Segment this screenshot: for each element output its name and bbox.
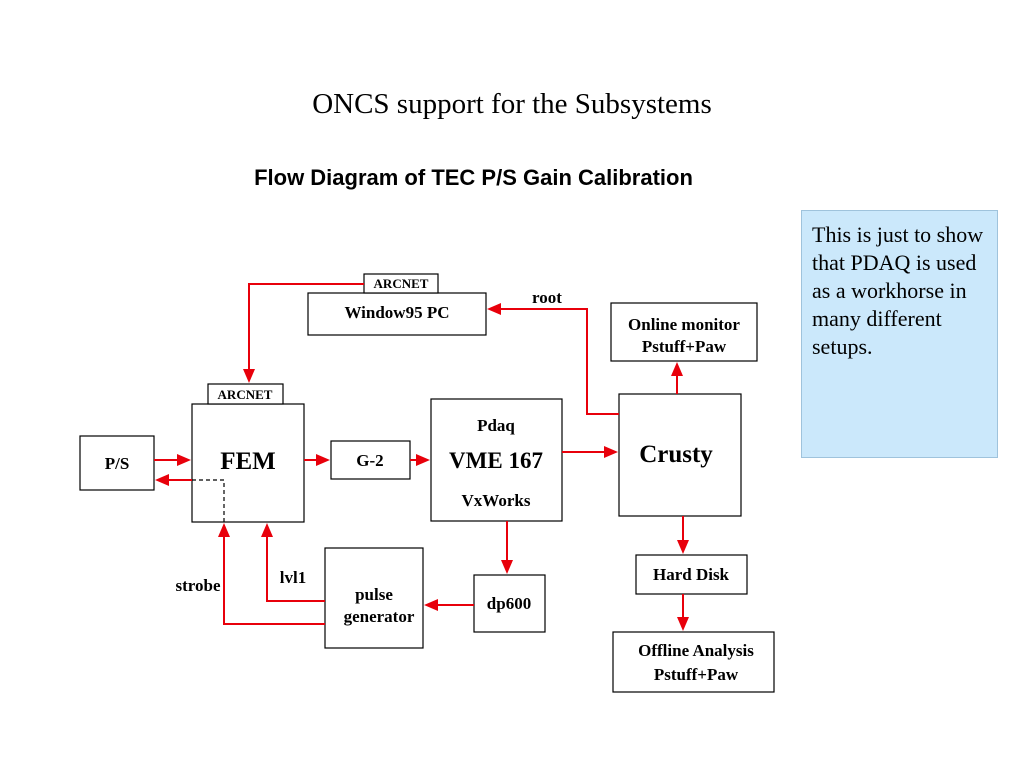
node-ps-label: P/S bbox=[105, 454, 130, 473]
node-offline-label-2: Pstuff+Paw bbox=[654, 665, 739, 684]
node-offline-label-1: Offline Analysis bbox=[638, 641, 754, 660]
node-window95pc: Window95 PC bbox=[307, 292, 487, 336]
slide-title: ONCS support for the Subsystems bbox=[312, 88, 712, 120]
node-ps: P/S bbox=[79, 435, 155, 491]
note-box: This is just to show that PDAQ is used a… bbox=[801, 210, 998, 458]
dashed-internal-line bbox=[192, 479, 225, 535]
node-arcnet-fem-label: ARCNET bbox=[218, 387, 273, 402]
node-pulse-label-2: generator bbox=[344, 607, 415, 626]
edge-label-lvl1: lvl1 bbox=[280, 568, 306, 587]
node-window95pc-label: Window95 PC bbox=[344, 303, 449, 322]
arrowhead-crusty-online bbox=[671, 362, 683, 376]
arrowhead-arcnet-link bbox=[243, 369, 255, 383]
node-pdaq: Pdaq VME 167 VxWorks bbox=[430, 398, 563, 522]
diagram-title: Flow Diagram of TEC P/S Gain Calibration bbox=[254, 165, 693, 190]
node-arcnet-pc-label: ARCNET bbox=[374, 276, 429, 291]
arrowhead-dp600-pulse bbox=[424, 599, 438, 611]
arrowhead-harddisk-offline bbox=[677, 617, 689, 631]
node-fem-label: FEM bbox=[220, 448, 276, 475]
node-pulse-label-1: pulse bbox=[355, 585, 393, 604]
arrowhead-lvl1 bbox=[261, 523, 273, 537]
node-fem: FEM bbox=[191, 403, 305, 523]
node-crusty: Crusty bbox=[618, 393, 742, 517]
node-g2-label: G-2 bbox=[356, 451, 383, 470]
arrow-root bbox=[501, 308, 619, 415]
arrowhead-g2-pdaq bbox=[416, 454, 430, 466]
arrowhead-root bbox=[487, 303, 501, 315]
node-crusty-label: Crusty bbox=[639, 441, 713, 468]
node-pulse-generator: pulse generator bbox=[324, 547, 424, 649]
arrowhead-fem-g2 bbox=[316, 454, 330, 466]
edge-label-strobe: strobe bbox=[175, 576, 220, 595]
node-online-label-1: Online monitor bbox=[628, 315, 740, 334]
node-pdaq-label-2: VME 167 bbox=[449, 448, 543, 473]
node-g2: G-2 bbox=[330, 440, 411, 480]
arrowhead-pdaq-crusty bbox=[604, 446, 618, 458]
arrow-lvl1 bbox=[266, 537, 325, 602]
node-arcnet-pc: ARCNET bbox=[363, 273, 439, 294]
node-online-label-2: Pstuff+Paw bbox=[642, 337, 727, 356]
arrowhead-fem-ps bbox=[155, 474, 169, 486]
arrow-strobe bbox=[223, 537, 325, 625]
node-offline-analysis: Offline Analysis Pstuff+Paw bbox=[612, 631, 775, 693]
arrowhead-strobe bbox=[218, 523, 230, 537]
node-arcnet-fem: ARCNET bbox=[207, 383, 284, 405]
node-dp600-label: dp600 bbox=[487, 594, 531, 613]
arrow-arcnet-link bbox=[248, 283, 364, 369]
node-pdaq-label-1: Pdaq bbox=[477, 416, 515, 435]
node-harddisk-label: Hard Disk bbox=[653, 565, 730, 584]
node-hard-disk: Hard Disk bbox=[635, 554, 748, 595]
arrowhead-crusty-harddisk bbox=[677, 540, 689, 554]
edge-label-root: root bbox=[532, 288, 562, 307]
node-dp600: dp600 bbox=[473, 574, 546, 633]
node-online-monitor: Online monitor Pstuff+Paw bbox=[610, 302, 758, 362]
node-pdaq-label-3: VxWorks bbox=[462, 491, 531, 510]
arrowhead-pdaq-dp600 bbox=[501, 560, 513, 574]
arrowhead-ps-fem bbox=[177, 454, 191, 466]
